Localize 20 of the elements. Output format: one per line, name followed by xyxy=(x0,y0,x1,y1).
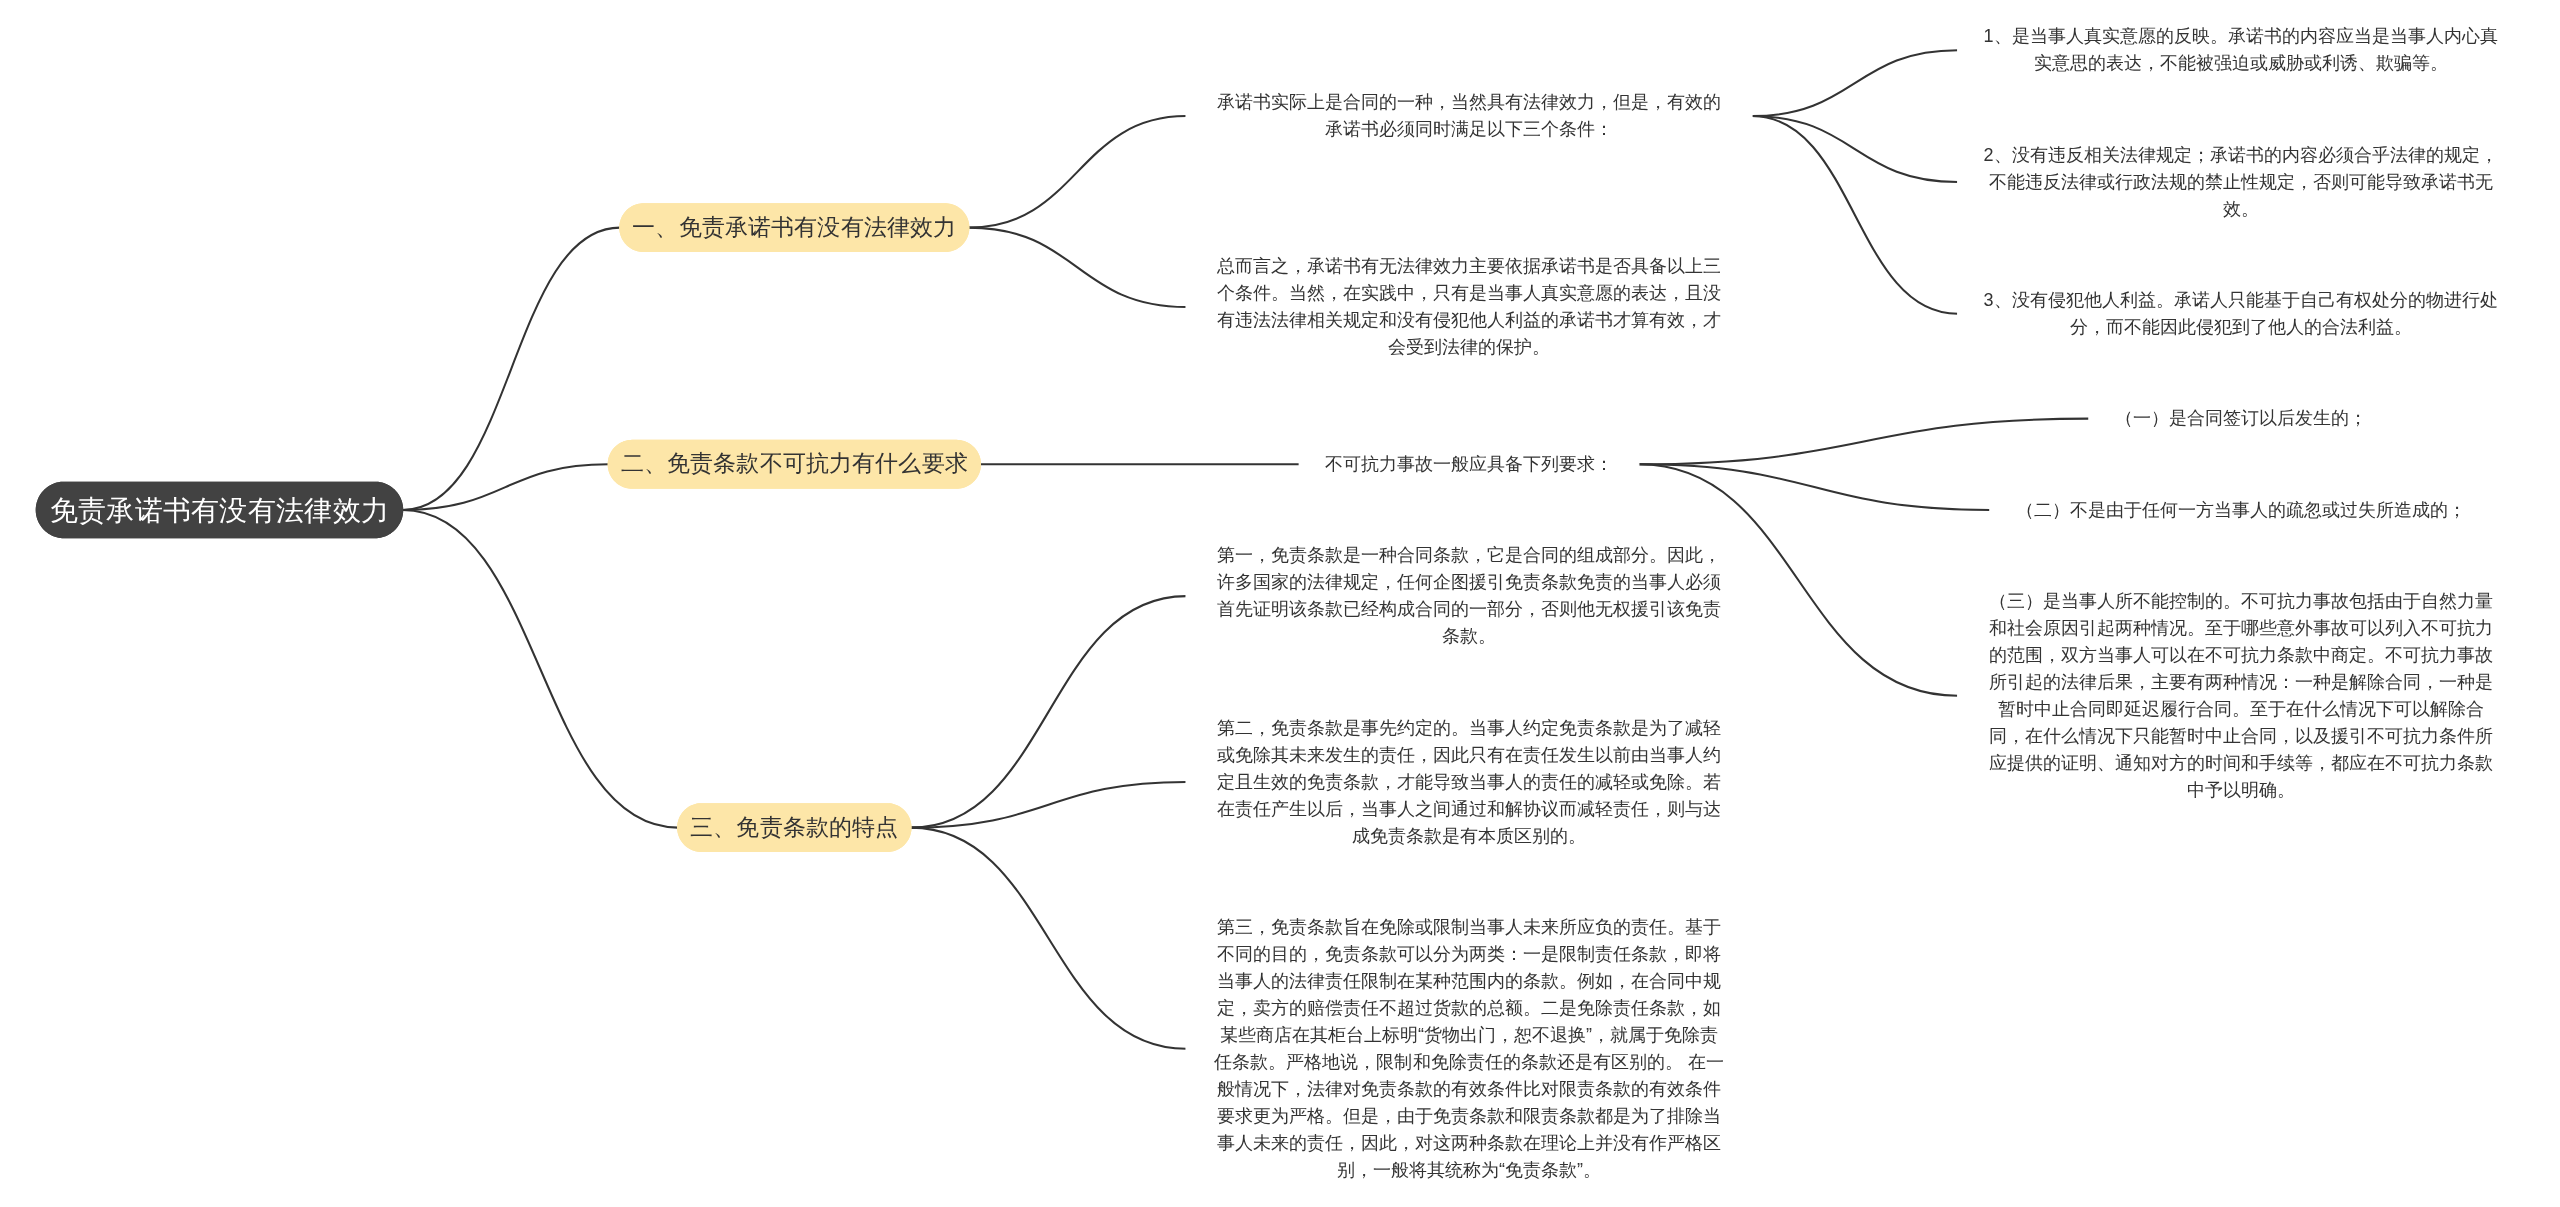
node-text: 总而言之，承诺书有无法律效力主要依据承诺书是否具备以上三个条件。当然，在实践中，只有是当事人真实意愿的表达，且没有违法法律相关规定和没有侵犯他人利益的承诺书才算有效，才会受到法律的保护。 xyxy=(1216,255,1722,358)
connector xyxy=(968,115,1187,229)
node-text: 第三，免责条款旨在免除或限制当事人未来所应负的责任。基于不同的目的，免责条款可以分为两类：一是限制责任条款，即将当事人的法律责任限制在某种范围内的条款。例如，在合同中规定，卖方的赔偿责任不超过货款的总额。二是免除责任条款，如某些商店在其柜台上标明“货物出门，恕不退换”，就属于免除责任条款。严格地说，限制和免除责任的条款还是有区别的。 在一般情况下，法律对免责条款的有效条件比对限责条款的有效条件要求更为严格。但是，由于免责条款和限责条款都是为了排除当事人未来的责任，因此，对这两种条款在理论上并没有作严格区别，一般将其统称为“免责条款”。 xyxy=(1214,916,1724,1180)
node-text: 1、是当事人真实意愿的反映。承诺书的内容应当是当事人内心真实意思的表达，不能被强迫或威胁或利诱、欺骗等。 xyxy=(1983,25,2498,74)
node-text: 承诺书实际上是合同的一种，当然具有法律效力，但是，有效的承诺书必须同时满足以下三个条件： xyxy=(1216,91,1722,140)
connector xyxy=(980,463,1300,466)
connector xyxy=(910,595,1187,829)
connector xyxy=(1751,115,1958,315)
node-text: （三）是当事人所不能控制的。不可抗力事故包括由于自然力量和社会原因引起两种情况。至于哪些意外事故可以列入不可抗力的范围，双方当事人可以在不可抗力条款中商定。不可抗力事故所引起的法律后果，主要有两种情况：一种是解除合同，一种是暂时中止合同即延迟履行合同。至于在什么情况下可以解除合同，在什么情况下只能暂时中止合同，以及援引不可抗力条件所应提供的证明、通知对方的时间和手续等，都应在不可抗力条款中予以明确。 xyxy=(1988,590,2493,800)
connector xyxy=(968,226,1187,309)
connector xyxy=(402,508,678,829)
node-text: 2、没有违反相关法律规定；承诺书的内容必须合乎法律的规定，不能违反法律或行政法规的禁止性规定，否则可能导致承诺书无效。 xyxy=(1983,144,2498,219)
node-text: 第二，免责条款是事先约定的。当事人约定免责条款是为了减轻或免除其未来发生的责任，因此只有在责任发生以前由当事人约定且生效的免责条款，才能导致当事人的责任的减轻或免除。若在责任产生以后，当事人之间通过和解协议而减轻责任，则与达成免责条款是有本质区别的。 xyxy=(1216,717,1722,846)
node-text: （二）不是由于任何一方当事人的疏忽或过失所造成的； xyxy=(2015,499,2466,520)
connector xyxy=(1638,463,1958,697)
node-text: （一）是合同签订以后发生的； xyxy=(2114,407,2367,429)
connector xyxy=(910,826,1187,1050)
node-text: 不可抗力事故一般应具备下列要求： xyxy=(1324,453,1614,474)
node-text: 第一，免责条款是一种合同条款，它是合同的组成部分。因此，许多国家的法律规定，任何企图援引免责条款免责的当事人必须首先证明该条款已经构成合同的一部分，否则他无权援引该免责条款。 xyxy=(1216,544,1722,647)
node-text: 3、没有侵犯他人利益。承诺人只能基于自己有权处分的物进行处分，而不能因此侵犯到了他人的合法利益。 xyxy=(1983,289,2498,337)
